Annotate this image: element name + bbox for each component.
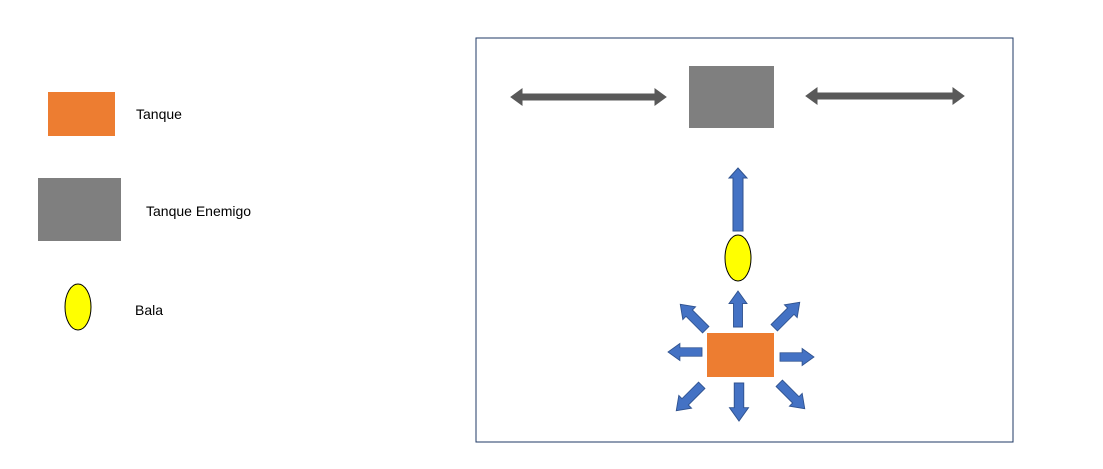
enemy-left-double-arrow (510, 88, 667, 106)
move-up-left-arrow (673, 297, 713, 337)
enemy-right-double-arrow (805, 87, 965, 105)
move-left-arrow (667, 343, 703, 361)
move-down-right-arrow (772, 376, 812, 416)
legend-tank-label: Tanque (136, 106, 182, 122)
move-up-arrow (728, 290, 748, 328)
move-right-arrow (779, 348, 815, 366)
game-board-frame (475, 37, 1014, 443)
legend-enemy-tank-swatch (38, 178, 121, 241)
move-down-arrow (729, 382, 749, 422)
bullet (724, 234, 752, 282)
legend-bullet-label: Bala (135, 302, 164, 318)
legend-bullet-swatch (64, 283, 92, 331)
move-down-left-arrow (669, 378, 709, 418)
legend-tank-swatch (48, 92, 115, 136)
legend-enemy-tank-label: Tanque Enemigo (146, 203, 252, 219)
move-up-right-arrow (767, 295, 807, 335)
enemy-tank (689, 66, 774, 128)
player-tank (707, 333, 774, 377)
bullet-direction-arrow (727, 167, 749, 232)
